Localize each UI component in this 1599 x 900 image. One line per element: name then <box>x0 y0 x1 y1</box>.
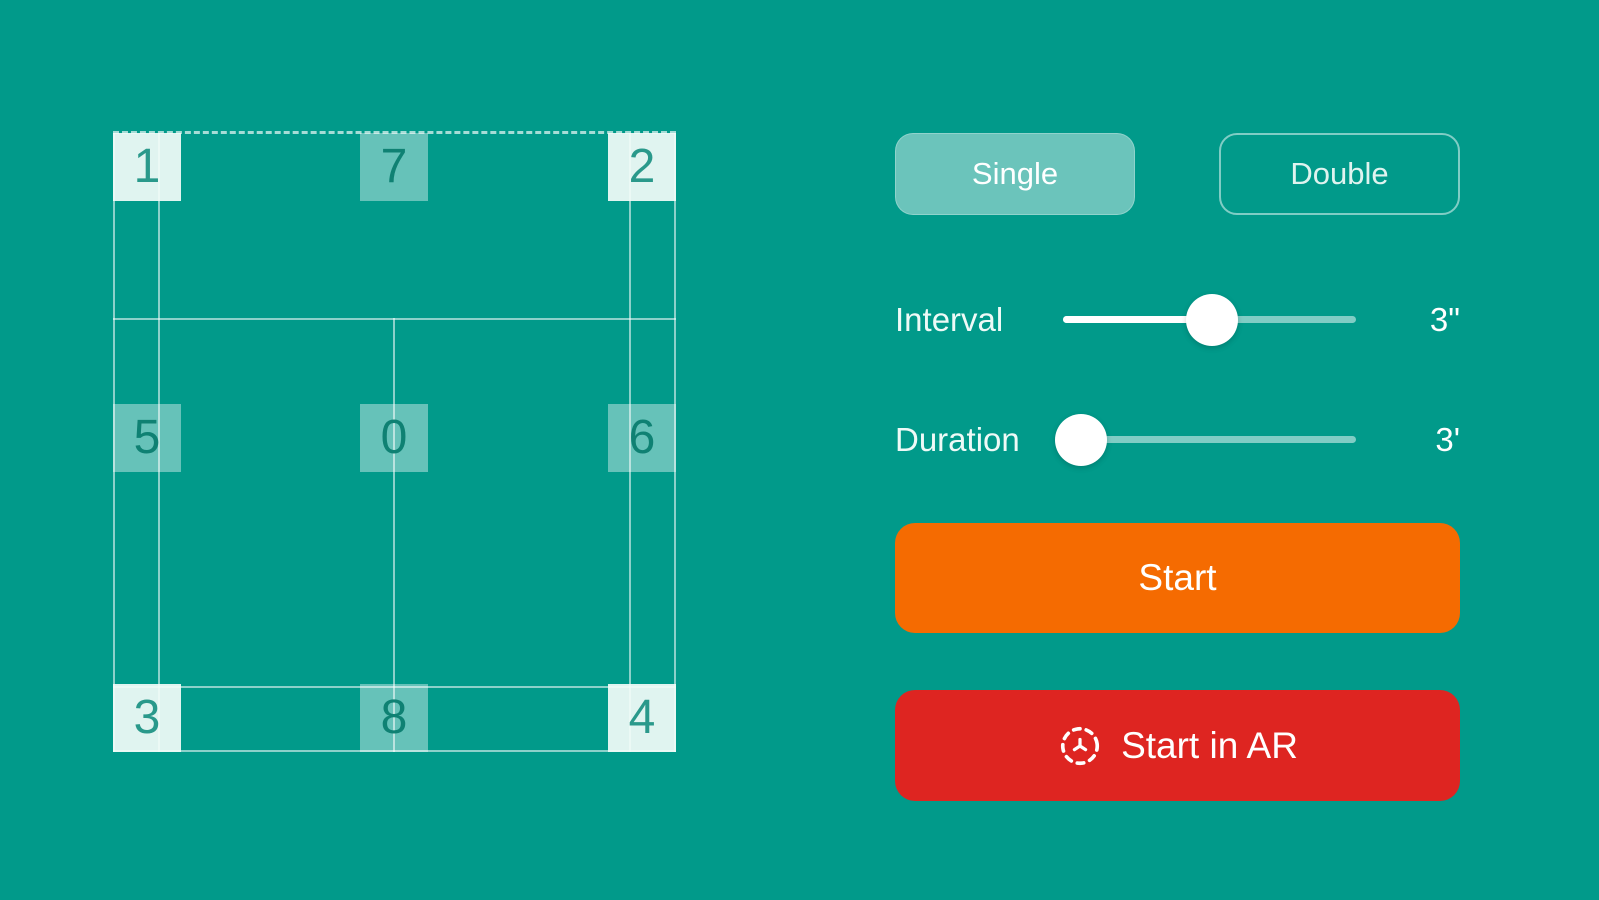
interval-value: 3" <box>1429 301 1460 338</box>
duration-slider-thumb[interactable] <box>1054 413 1107 466</box>
court-sideline-inner-left <box>158 133 160 752</box>
court-position-3[interactable]: 3 <box>113 684 181 752</box>
duration-value: 3' <box>1435 421 1460 458</box>
court-sideline-outer-left <box>113 133 115 752</box>
start-button[interactable]: Start <box>895 523 1460 633</box>
interval-slider[interactable] <box>1063 293 1356 346</box>
court-sideline-outer-right <box>674 133 676 752</box>
court-position-1[interactable]: 1 <box>113 133 181 201</box>
mode-toggle-single[interactable]: Single <box>895 133 1135 215</box>
ar-viewfinder-icon <box>1060 726 1100 765</box>
court-position-4[interactable]: 4 <box>608 684 676 752</box>
court-position-8[interactable]: 8 <box>360 684 428 752</box>
start-button-label: Start <box>1138 557 1217 598</box>
badminton-court-diagram: 1 7 2 5 0 6 3 8 4 <box>113 131 676 752</box>
court-position-7[interactable]: 7 <box>360 133 428 201</box>
interval-slider-thumb[interactable] <box>1186 293 1239 346</box>
interval-label: Interval <box>895 301 1004 338</box>
court-doubles-service-line <box>113 686 676 688</box>
start-in-ar-button-label: Start in AR <box>1121 724 1298 766</box>
court-position-5[interactable]: 5 <box>113 404 181 472</box>
duration-label: Duration <box>895 421 1020 458</box>
court-position-6[interactable]: 6 <box>608 404 676 472</box>
court-back-boundary-line <box>113 750 676 752</box>
court-sideline-inner-right <box>629 133 631 752</box>
duration-slider[interactable] <box>1054 413 1356 466</box>
mode-toggle-double[interactable]: Double <box>1219 133 1460 215</box>
court-center-line <box>393 318 395 752</box>
start-in-ar-button[interactable]: Start in AR <box>895 690 1460 801</box>
court-position-0[interactable]: 0 <box>360 404 428 472</box>
court-position-2[interactable]: 2 <box>608 133 676 201</box>
net-dashed-line <box>113 131 676 134</box>
interval-slider-fill <box>1063 316 1213 323</box>
